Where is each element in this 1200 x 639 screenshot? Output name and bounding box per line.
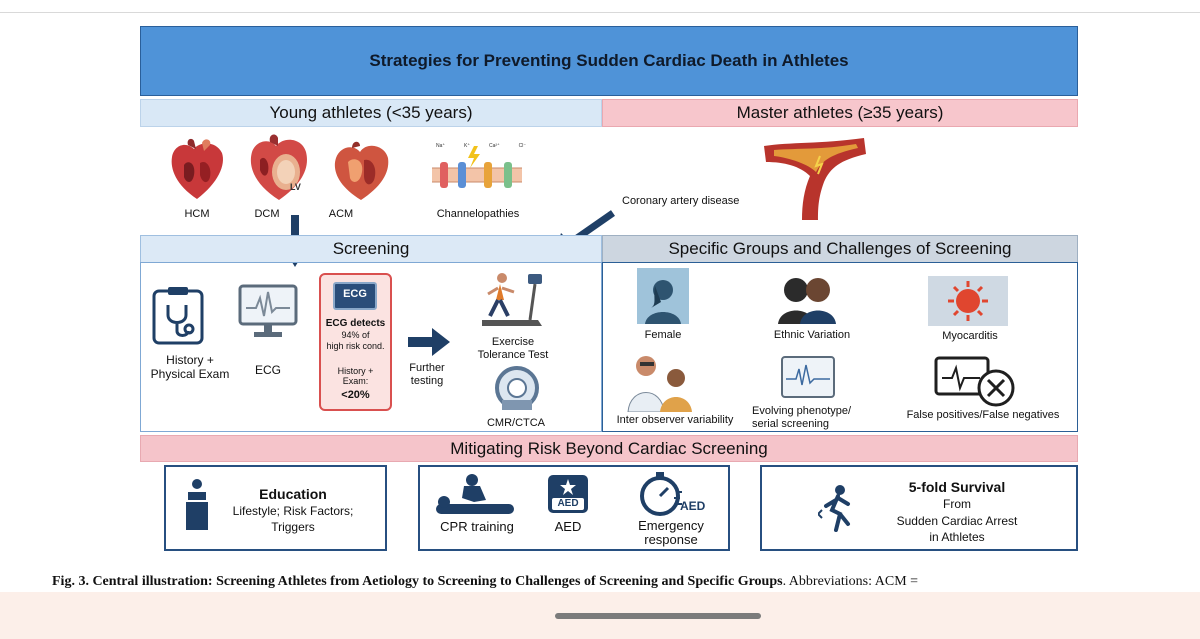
right-arrow-icon (408, 328, 450, 356)
ecg-pct-text: 94% of (341, 330, 370, 340)
mitigating-risk-header: Mitigating Risk Beyond Cardiac Screening (140, 435, 1078, 462)
aed-badge-text: AED (557, 498, 579, 509)
ecg-detects-text: ECG detects (325, 318, 386, 329)
lv-label: LV (290, 182, 301, 192)
ecg-monitor-icon (238, 284, 298, 337)
ion-ca-label: Ca²⁺ (488, 143, 500, 149)
top-divider (0, 12, 1200, 13)
screening-panel (140, 262, 602, 432)
serial-ecg-icon (781, 356, 835, 398)
survival-line1: From (943, 497, 971, 511)
lecturer-podium-icon (186, 479, 208, 530)
caption-bold: Fig. 3. Central illustration: Screening … (52, 574, 783, 589)
education-line1: Lifestyle; Risk Factors; (232, 504, 354, 518)
emergency-stopwatch-icon (640, 472, 682, 516)
cmr-ctca-label: CMR/CTCA (486, 417, 546, 429)
ion-labels: Na⁺ K⁺ Ca²⁺ Cl⁻ (436, 143, 526, 149)
ecg-history-text: History + Exam: (337, 366, 374, 387)
ecg-label: ECG (254, 363, 281, 377)
evolving-phenotype-label: Evolving phenotype/ serial screening (752, 405, 852, 431)
survival-line3: in Athletes (929, 530, 985, 544)
hcm-label: HCM (184, 208, 210, 220)
emergency-response-label: Emergency response (638, 518, 704, 548)
heart-acm-icon (334, 141, 389, 200)
emergency-aed-badge: AED (680, 499, 706, 513)
education-box (164, 465, 387, 551)
cpr-icon (436, 474, 514, 514)
aed-label: AED (554, 519, 582, 534)
master-athletes-header: Master athletes (≥35 years) (602, 99, 1078, 127)
exercise-tolerance-label: Exercise Tolerance Test (477, 336, 549, 362)
figure-title: Strategies for Preventing Sudden Cardiac… (140, 26, 1078, 96)
coronary-artery-icon (764, 138, 866, 220)
dcm-label: DCM (254, 208, 280, 220)
false-result-icon (934, 356, 1015, 407)
cmr-scanner-icon (495, 366, 539, 410)
cpr-training-label: CPR training (440, 519, 514, 534)
figure-caption: Fig. 3. Central illustration: Screening … (52, 574, 1192, 590)
screening-header: Screening (140, 235, 602, 263)
survival-line2: Sudden Cardiac Arrest (896, 514, 1018, 528)
ion-k-label: K⁺ (464, 143, 470, 149)
aed-device-icon (548, 475, 588, 513)
acm-label: ACM (328, 208, 354, 220)
ethnic-variation-icon (778, 278, 836, 324)
ion-na-label: Na⁺ (436, 143, 446, 149)
specific-groups-header: Specific Groups and Challenges of Screen… (602, 235, 1078, 263)
channelopathies-label: Channelopathies (436, 208, 520, 220)
ion-channel-icon (432, 146, 522, 188)
treadmill-runner-icon (482, 273, 542, 326)
further-testing-label: Further testing (409, 362, 445, 388)
ion-cl-label: Cl⁻ (518, 143, 526, 149)
caption-rest: . Abbreviations: ACM = (782, 574, 919, 589)
ecg-card-title: ECG (343, 288, 367, 300)
inter-observer-icon (627, 356, 692, 412)
female-label: Female (644, 329, 682, 341)
coronary-artery-label: Coronary artery disease (622, 195, 740, 207)
survival-box (760, 465, 1078, 551)
clipboard-stethoscope-icon (152, 287, 204, 345)
cpr-aed-box (418, 465, 730, 551)
myocarditis-virus-icon (928, 276, 1008, 326)
false-positives-label: False positives/False negatives (906, 409, 1060, 421)
ecg-pct2-text: <20% (341, 389, 370, 401)
specific-groups-panel (602, 262, 1078, 432)
female-icon (637, 268, 689, 324)
education-line2: Triggers (271, 520, 315, 534)
heart-dcm-icon (250, 134, 307, 200)
education-title: Education (259, 486, 327, 502)
survival-title: 5-fold Survival (908, 479, 1006, 495)
home-indicator[interactable] (555, 613, 761, 619)
inter-observer-label: Inter observer variability (616, 414, 734, 426)
myocarditis-label: Myocarditis (942, 330, 998, 342)
history-physical-label: History + Physical Exam (150, 353, 230, 382)
ethnic-variation-label: Ethnic Variation (773, 329, 851, 341)
young-athletes-header: Young athletes (<35 years) (140, 99, 602, 127)
running-athlete-icon (818, 485, 850, 532)
heart-hcm-icon (171, 138, 223, 199)
ecg-highrisk-text: high risk cond. (326, 341, 385, 351)
ecg-card-screen (333, 282, 377, 310)
